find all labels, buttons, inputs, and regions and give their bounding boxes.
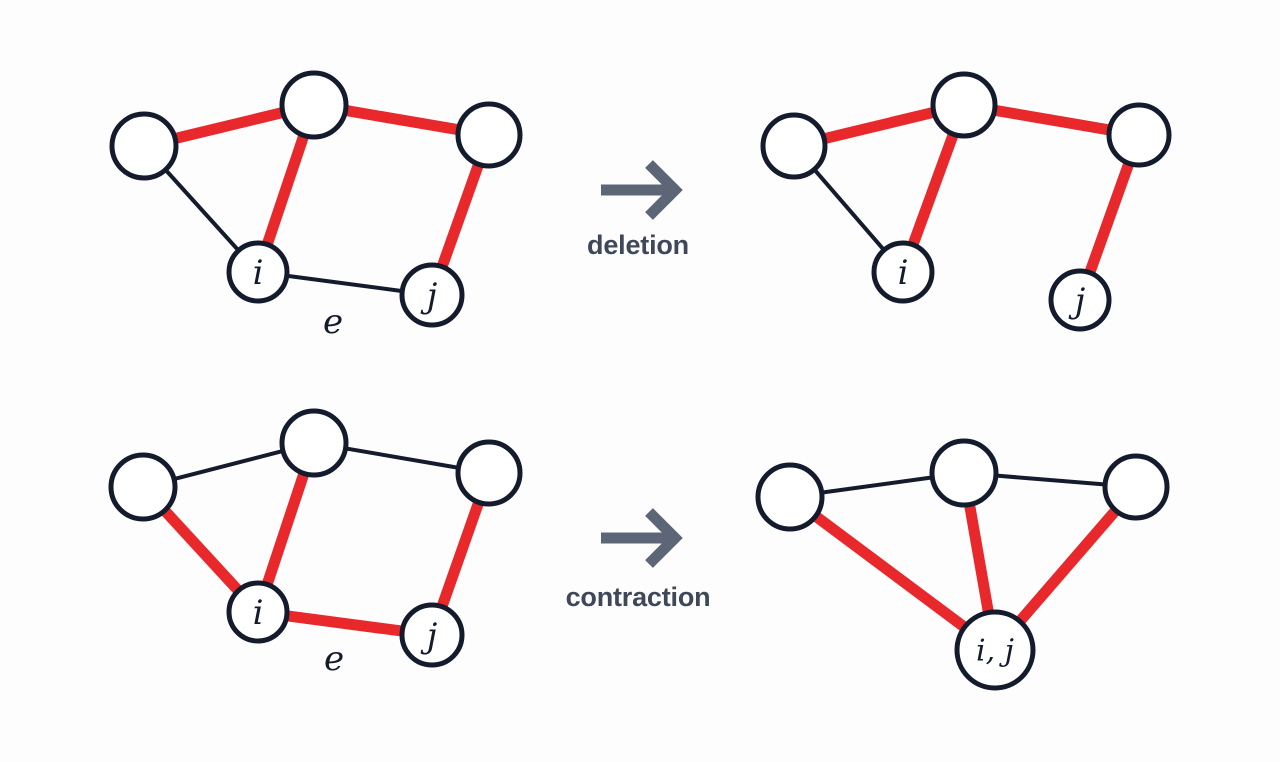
edge-before-deletion-c-j [436,160,485,271]
edge-after-contraction-b-c [991,473,1110,487]
edge-before-deletion-b-c [342,104,462,136]
edge-after-contraction-a-ij [810,510,970,633]
edge-before-deletion-a-b [171,106,287,145]
node-before-contraction-i [226,580,290,644]
node-label-after-contraction-ij: i, j [976,634,1014,669]
operation-label-deletion: deletion [587,230,689,260]
arrow-right-icon [601,508,683,568]
edge-after-deletion-b-c [991,104,1113,136]
edges-layer [159,104,1135,637]
node-after-contraction-ij [954,609,1036,691]
edge-label-before-deletion-ij: e [323,302,343,342]
node-after-deletion-c [1106,102,1172,168]
node-before-contraction-b [279,408,349,478]
edge-before-deletion-b-i [261,131,310,249]
node-after-deletion-a [760,112,828,180]
edge-before-contraction-a-b [170,448,287,482]
node-before-deletion-i [226,240,290,304]
edge-label-before-contraction-ij: e [324,639,344,679]
edge-after-deletion-a-i [810,165,888,254]
node-label-before-contraction-i: i [253,593,264,633]
edge-before-contraction-a-i [159,505,244,596]
edge-before-contraction-c-j [436,498,485,611]
node-before-deletion-b [279,70,349,140]
arrows-layer [601,160,683,568]
edge-before-contraction-b-i [261,469,310,589]
operation-label-contraction: contraction [565,582,711,612]
node-after-contraction-b [929,438,999,508]
edge-before-deletion-i-j [282,273,407,294]
node-after-deletion-i [871,240,935,304]
edge-after-deletion-c-j [1083,159,1135,277]
node-after-deletion-j [1048,268,1112,332]
edge-after-contraction-b-ij [963,501,995,616]
node-label-before-deletion-i: i [253,253,264,293]
node-before-deletion-j [399,262,465,328]
edge-before-contraction-b-c [341,446,463,471]
node-after-contraction-a [755,462,825,532]
edge-after-contraction-a-b [817,475,937,495]
node-before-contraction-a [108,452,178,522]
edge-before-contraction-i-j [284,610,405,637]
node-label-after-deletion-i: i [898,253,909,293]
node-after-contraction-c [1102,453,1170,521]
node-before-deletion-c [455,101,523,169]
edge-after-deletion-b-i [907,130,960,249]
edge-after-contraction-c-ij [1014,505,1122,627]
edge-after-deletion-a-b [820,106,938,145]
node-before-contraction-c [455,439,523,507]
arrow-right-icon [601,160,683,220]
edge-before-deletion-a-i [162,166,242,254]
node-before-contraction-j [399,602,465,668]
node-after-deletion-b [930,71,998,139]
node-before-deletion-a [109,111,179,181]
